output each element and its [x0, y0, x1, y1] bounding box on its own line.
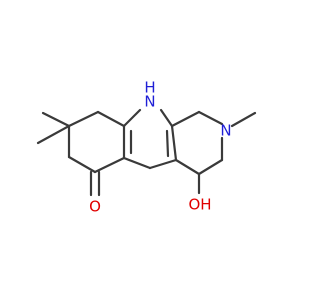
- atom-n-methyl: N: [220, 122, 231, 140]
- atom-label-layer: H N N O OH: [89, 79, 232, 216]
- bond-c7-methyl-a: [41, 111, 71, 128]
- bond-c3-c4: [197, 158, 224, 176]
- bond-c4b-c9a: [148, 158, 178, 170]
- bond-c4a-c4b: [122, 156, 152, 170]
- structure-canvas: H N N O OH: [36, 79, 257, 216]
- bond-c8a-c8: [96, 110, 126, 128]
- bond-c8-c7: [67, 110, 100, 128]
- bond-c1-n2: [197, 110, 224, 126]
- bond-c6-c5: [67, 155, 97, 174]
- atom-nh-h: H: [144, 79, 155, 97]
- bond-c4b-c9a-double: [170, 124, 178, 162]
- atom-carbonyl-o: O: [89, 198, 101, 216]
- bond-n-c9a: [159, 108, 174, 128]
- bond-c7-methyl-b: [36, 124, 71, 145]
- bond-c8a-n: [122, 108, 142, 128]
- bond-layer: [36, 108, 257, 197]
- molecule-diagram: H N N O OH: [36, 79, 257, 216]
- atom-nh-n: N: [144, 93, 155, 111]
- bond-n2-methyl: [230, 111, 257, 128]
- bond-c9a-c1: [170, 110, 201, 128]
- bond-c4-c4b: [174, 158, 201, 176]
- bond-c5-c4a: [93, 156, 126, 174]
- bond-c9a-c9a-inner: [165, 129, 170, 158]
- atom-hydroxyl: OH: [188, 196, 211, 214]
